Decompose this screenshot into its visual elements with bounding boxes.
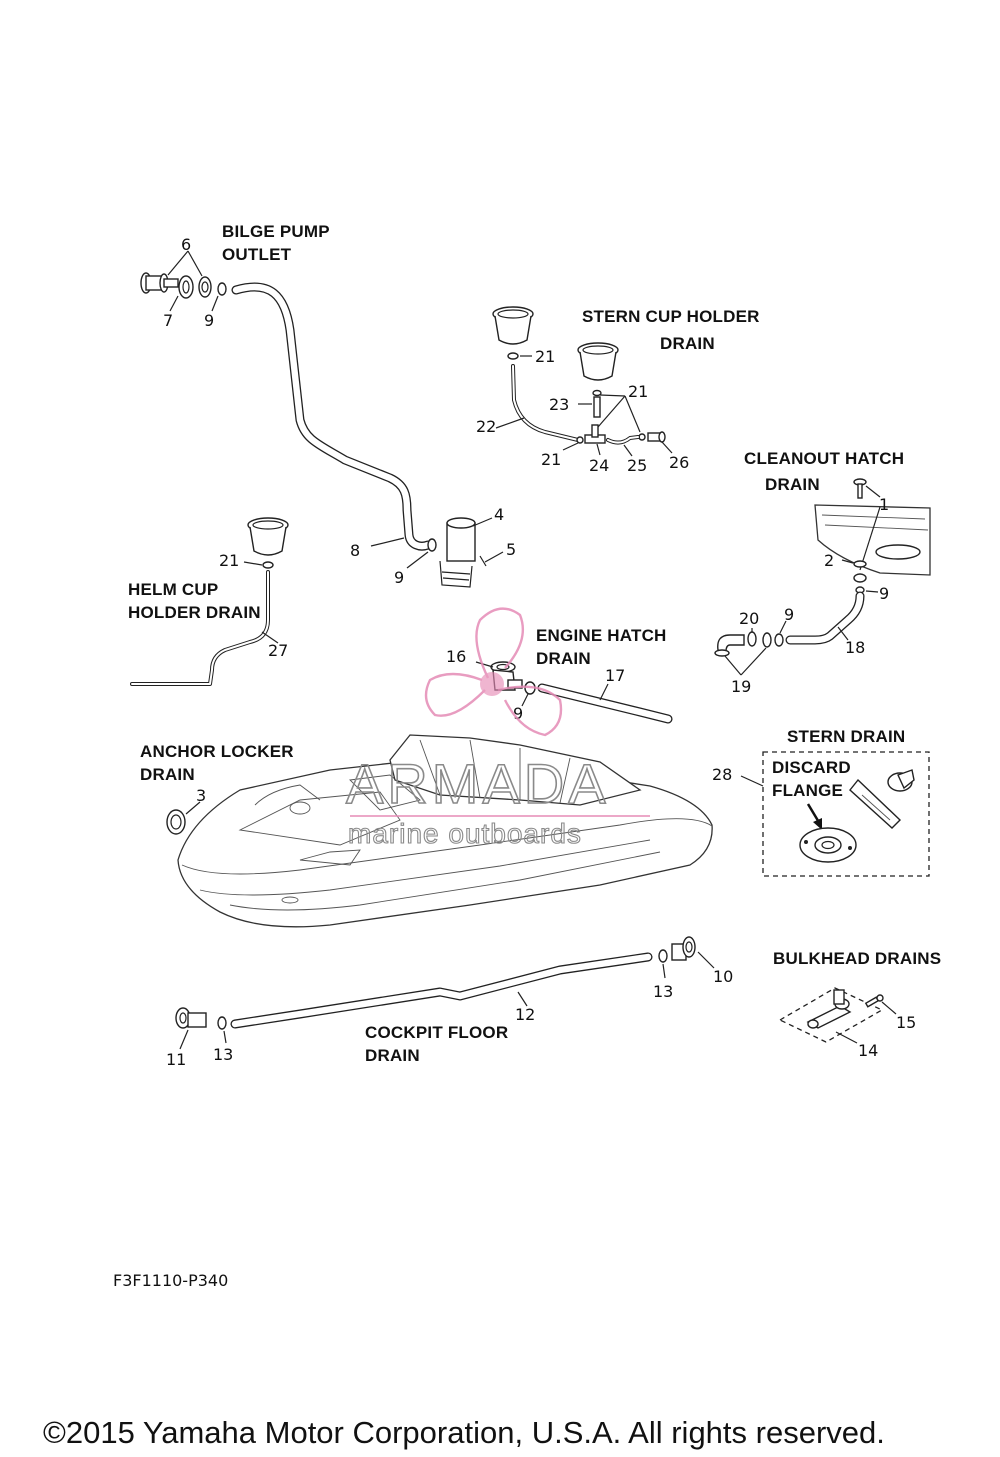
callout-10: 10 (713, 967, 733, 986)
callout-18: 18 (845, 638, 865, 657)
callout-16: 16 (446, 647, 466, 666)
bilge-hose (231, 282, 433, 551)
short-hose (593, 396, 601, 418)
callout-1: 1 (879, 495, 889, 514)
engine-hatch-drain-group: ENGINE HATCH DRAIN 16 9 17 (446, 626, 673, 724)
armada-watermark: ARMADA marine outboards (345, 607, 650, 850)
watermark-tagline: marine outboards (348, 818, 582, 849)
elbow-fitting (714, 634, 745, 657)
callout-8: 8 (350, 541, 360, 560)
callout-5: 5 (506, 540, 516, 559)
hatch-panel (814, 504, 931, 576)
stern-cup-holder-heading-line2: DRAIN (660, 334, 715, 353)
callout-7: 7 (163, 311, 173, 330)
drain-washer (853, 560, 867, 568)
bulkhead-drains-group: BULKHEAD DRAINS 15 14 (773, 949, 941, 1060)
callout-13a: 13 (653, 982, 673, 1001)
stern-drain-group: STERN DRAIN DISCARD FLANGE 28 (712, 727, 930, 877)
callout-9d: 9 (784, 605, 794, 624)
callout-21b: 21 (628, 382, 648, 401)
discard-flange-heading-line1: DISCARD (772, 758, 851, 777)
callout-3: 3 (196, 786, 206, 805)
cockpit-floor-heading-line1: COCKPIT FLOOR (365, 1023, 508, 1042)
engine-hatch-heading-line1: ENGINE HATCH (536, 626, 667, 645)
copyright-notice: ©2015 Yamaha Motor Corporation, U.S.A. A… (43, 1415, 885, 1450)
callout-17: 17 (605, 666, 625, 685)
stern-drain-heading: STERN DRAIN (787, 727, 905, 746)
stern-drain-plug (849, 769, 915, 829)
cockpit-floor-heading-line2: DRAIN (365, 1046, 420, 1065)
boat-hull (177, 734, 713, 928)
callout-24: 24 (589, 456, 609, 475)
callout-25: 25 (627, 456, 647, 475)
hose-clamp (217, 282, 227, 296)
callout-21a: 21 (535, 347, 555, 366)
outlet-nut (198, 276, 212, 298)
bilge-pump-outlet-heading-line1: BILGE PUMP (222, 222, 330, 241)
stern-cup-holder-drain-group: STERN CUP HOLDER DRAIN 21 22 23 (476, 306, 760, 475)
drain-screw (853, 478, 867, 499)
anchor-drain-plug (166, 809, 186, 835)
callout-6: 6 (181, 235, 191, 254)
cup-holder-left (492, 306, 534, 345)
bulkhead-drains-heading: BULKHEAD DRAINS (773, 949, 941, 968)
callout-11: 11 (166, 1050, 186, 1069)
callout-9b: 9 (394, 568, 404, 587)
stern-drain-flange (799, 827, 857, 863)
callout-12: 12 (515, 1005, 535, 1024)
callout-26: 26 (669, 453, 689, 472)
cockpit-floor-drain-group: COCKPIT FLOOR DRAIN 12 13 10 11 13 (166, 936, 733, 1069)
callout-9e: 9 (513, 704, 523, 723)
bulkhead-drain-valve (806, 989, 852, 1029)
helm-cup-holder-drain-group: HELM CUP HOLDER DRAIN 21 27 (128, 517, 289, 686)
callout-4: 4 (494, 505, 504, 524)
anchor-locker-heading-line1: ANCHOR LOCKER (140, 742, 294, 761)
pump-hose-clamp (427, 538, 437, 552)
helm-cup-heading-line2: HOLDER DRAIN (128, 603, 261, 622)
callout-21d: 21 (219, 551, 239, 570)
stern-drain-box (762, 751, 930, 877)
diagram-code: F3F1110-P340 (113, 1271, 228, 1290)
helm-cup-holder (247, 517, 289, 556)
outlet-gasket (178, 275, 194, 299)
anchor-locker-heading-line2: DRAIN (140, 765, 195, 784)
propeller-logo-icon (424, 607, 563, 737)
cockpit-drain-fitting-right (671, 936, 696, 961)
callout-19: 19 (731, 677, 751, 696)
bulkhead-screw (864, 994, 884, 1008)
callout-14: 14 (858, 1041, 878, 1060)
callout-21c: 21 (541, 450, 561, 469)
helm-cup-heading-line1: HELM CUP (128, 580, 218, 599)
stern-cup-holder-heading-line1: STERN CUP HOLDER (582, 307, 760, 326)
engine-hatch-heading-line2: DRAIN (536, 649, 591, 668)
bilge-pump-outlet-heading-line2: OUTLET (222, 245, 292, 264)
callout-15: 15 (896, 1013, 916, 1032)
callout-9: 9 (204, 311, 214, 330)
callout-27: 27 (268, 641, 288, 660)
callout-23: 23 (549, 395, 569, 414)
outlet-fitting (140, 272, 179, 294)
bilge-pump (439, 517, 476, 588)
callout-13b: 13 (213, 1045, 233, 1064)
watermark-brand: ARMADA (346, 752, 610, 815)
cleanout-hatch-heading-line2: DRAIN (765, 475, 820, 494)
thru-hull-fitting (647, 431, 666, 443)
discard-flange-heading-line2: FLANGE (772, 781, 843, 800)
callout-22: 22 (476, 417, 496, 436)
callout-2: 2 (824, 551, 834, 570)
cockpit-drain-fitting-left (175, 1007, 207, 1029)
cup-holder-right (577, 342, 619, 381)
tee-fitting (584, 424, 606, 444)
callout-9c: 9 (879, 584, 889, 603)
cleanout-hatch-drain-group: CLEANOUT HATCH DRAIN 1 2 9 18 (714, 449, 931, 696)
bilge-pump-outlet-group: BILGE PUMP OUTLET 6 7 9 (140, 222, 516, 588)
callout-28: 28 (712, 765, 732, 784)
cleanout-hatch-heading-line1: CLEANOUT HATCH (744, 449, 904, 468)
anchor-locker-drain-group: ANCHOR LOCKER DRAIN 3 (140, 742, 294, 835)
callout-20: 20 (739, 609, 759, 628)
